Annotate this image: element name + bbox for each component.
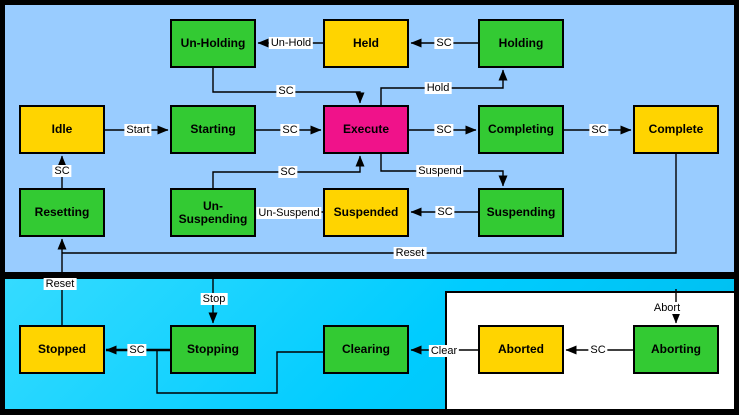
state-starting[interactable]: Starting (170, 105, 256, 154)
state-suspended[interactable]: Suspended (323, 188, 409, 237)
transition-label-clear: Clear (428, 345, 460, 357)
state-stopped[interactable]: Stopped (19, 325, 105, 374)
state-idle[interactable]: Idle (19, 105, 105, 154)
state-complete[interactable]: Complete (633, 105, 719, 154)
transition-label-abort: Abort (651, 302, 683, 314)
transition-label-reset-upper: Reset (393, 247, 427, 259)
transition-label-sc-suspending-suspended: SC (435, 206, 455, 218)
state-clearing[interactable]: Clearing (323, 325, 409, 374)
transition-label-sc-holding-held: SC (434, 37, 454, 49)
transition-label-sc-resetting-idle: SC (52, 165, 72, 177)
state-aborted[interactable]: Aborted (478, 325, 564, 374)
transition-label-hold: Hold (424, 82, 452, 94)
transition-label-reset-stopped: Reset (43, 278, 77, 290)
transition-label-unsuspend: Un-Suspend (256, 207, 322, 219)
state-unsuspending[interactable]: Un-Suspending (170, 188, 256, 237)
transition-label-sc-starting-execute: SC (280, 124, 300, 136)
state-completing[interactable]: Completing (478, 105, 564, 154)
state-stopping[interactable]: Stopping (170, 325, 256, 374)
transition-label-sc-aborting-aborted: SC (588, 344, 608, 356)
state-holding[interactable]: Holding (478, 19, 564, 68)
state-held[interactable]: Held (323, 19, 409, 68)
transition-label-sc-stopping-stopped: SC (127, 344, 147, 356)
transition-label-sc-completing-complete: SC (589, 124, 609, 136)
transition-label-sc-unholding-execute: SC (276, 85, 296, 97)
state-execute[interactable]: Execute (323, 105, 409, 154)
transition-label-suspend: Suspend (416, 165, 464, 177)
transition-label-unhold: Un-Hold (268, 37, 314, 49)
transition-label-sc-unsuspending-execute: SC (278, 166, 298, 178)
transition-label-stop: Stop (200, 293, 228, 305)
transition-label-start: Start (124, 124, 152, 136)
transition-label-sc-execute-completing: SC (434, 124, 454, 136)
state-unholding[interactable]: Un-Holding (170, 19, 256, 68)
state-suspending[interactable]: Suspending (478, 188, 564, 237)
state-aborting[interactable]: Aborting (633, 325, 719, 374)
state-resetting[interactable]: Resetting (19, 188, 105, 237)
